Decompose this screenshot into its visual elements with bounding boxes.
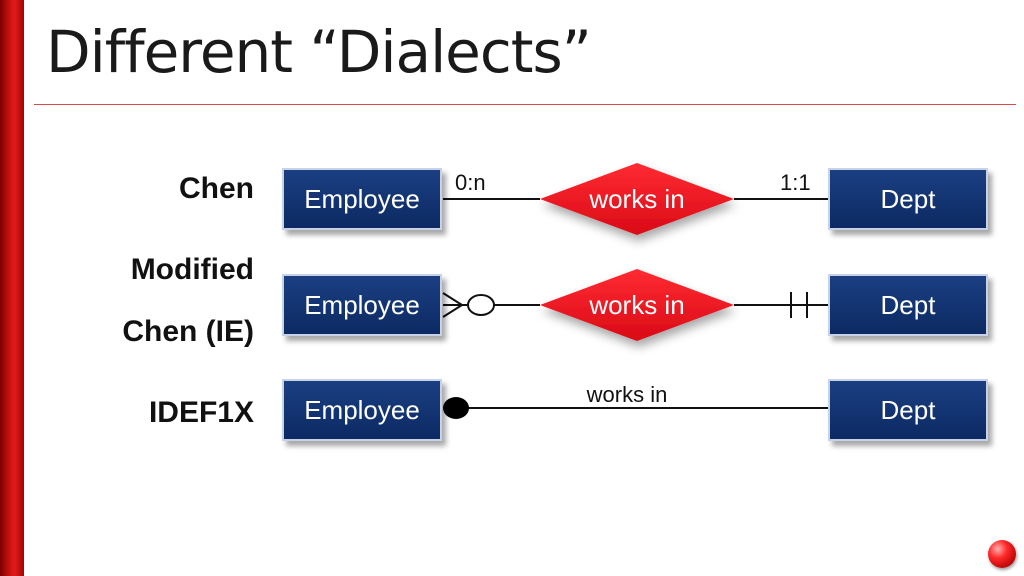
ie-relationship-label: works in <box>589 290 685 320</box>
chen-cardinality-right: 1:1 <box>780 170 811 195</box>
accent-side-bar <box>0 0 24 576</box>
chen-entity-employee: Employee <box>282 168 442 230</box>
crows-foot-zero-many-icon <box>442 292 495 318</box>
chen-relationship-label: works in <box>589 184 685 214</box>
row-label-chen: Chen <box>179 172 254 205</box>
slide-title: Different “Dialects” <box>46 18 592 86</box>
exactly-one-bars-icon <box>790 292 808 318</box>
ie-entity-dept: Dept <box>828 274 988 336</box>
idef1x-relationship-label: works in <box>586 382 668 407</box>
chen-entity-dept: Dept <box>828 168 988 230</box>
title-divider <box>34 104 1016 105</box>
row-label-ie-line1: Modified <box>130 253 254 286</box>
slide-nav-dot[interactable] <box>988 540 1016 568</box>
idef1x-entity-employee: Employee <box>282 379 442 441</box>
idef1x-many-dot-icon <box>443 397 469 419</box>
ie-relationship-diamond <box>540 269 734 341</box>
idef1x-entity-dept: Dept <box>828 379 988 441</box>
chen-cardinality-left: 0:n <box>455 170 486 195</box>
row-label-ie-line2: Chen (IE) <box>122 315 254 348</box>
ie-entity-employee: Employee <box>282 274 442 336</box>
row-label-idef1x: IDEF1X <box>148 396 254 429</box>
chen-relationship-diamond <box>540 163 734 235</box>
